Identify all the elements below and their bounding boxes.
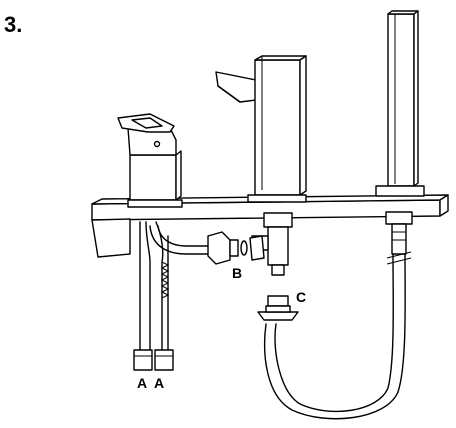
hand-shower — [375, 10, 425, 197]
label-a-right: A — [154, 375, 164, 391]
shower-connection — [385, 211, 413, 255]
diverter-valve — [251, 212, 299, 321]
label-a-left: A — [137, 375, 147, 391]
faucet-spout — [215, 55, 307, 203]
label-b: B — [232, 265, 242, 281]
union-b — [149, 225, 265, 265]
mixer-lever — [117, 113, 183, 208]
label-c: C — [296, 289, 306, 305]
shower-hose — [263, 251, 412, 420]
supply-hoses — [133, 221, 174, 371]
step-number: 3. — [4, 12, 22, 37]
